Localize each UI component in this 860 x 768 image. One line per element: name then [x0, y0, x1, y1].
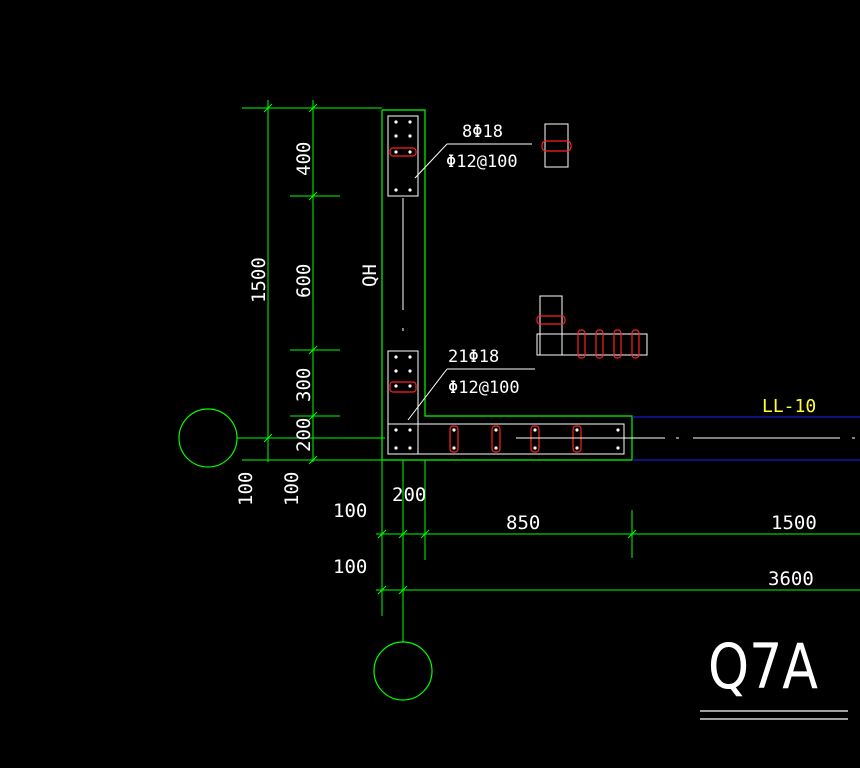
- dim-left-total: 1500: [248, 257, 270, 303]
- dim-left-seg-3: 300: [293, 368, 315, 402]
- wall-label: QH: [359, 264, 381, 287]
- lower-bars-label: 21Φ18: [448, 347, 499, 367]
- upper-stirrup-label: Φ12@100: [446, 152, 518, 172]
- drawing-title: Q7A: [708, 630, 818, 703]
- dim-bottom-wall-width: 200: [392, 484, 426, 506]
- lower-edge-zone: [387, 350, 625, 455]
- dim-bottom-3600: 3600: [768, 568, 814, 590]
- dim-left-seg-1: 400: [293, 142, 315, 176]
- lower-leader: [407, 368, 448, 421]
- dim-left-seg-2: 600: [293, 264, 315, 298]
- dim-bottom-1500: 1500: [771, 512, 817, 534]
- upper-bars-label: 8Φ18: [462, 122, 503, 142]
- left-dimension-lines: [242, 100, 382, 465]
- upper-leader: [414, 143, 448, 179]
- lower-stirrup-label: Φ12@100: [448, 378, 520, 398]
- dim-left-offset-1: 100: [235, 472, 257, 506]
- dim-bottom-offset-1: 100: [333, 500, 367, 522]
- grid-axis-circle-left: [178, 408, 238, 468]
- bottom-dimension-lines: [376, 460, 860, 616]
- stirrup-detail-upper: [541, 123, 572, 168]
- coupling-beam: [516, 416, 860, 461]
- beam-label: LL-10: [762, 396, 816, 417]
- dim-left-seg-4: 200: [293, 418, 315, 452]
- upper-edge-zone: [387, 115, 419, 197]
- grid-axis-circle-bottom: [373, 641, 433, 701]
- dim-bottom-850: 850: [506, 512, 540, 534]
- dim-bottom-offset-2: 100: [333, 556, 367, 578]
- stirrup-detail-lower: [536, 295, 648, 359]
- dim-left-offset-2: 100: [281, 472, 303, 506]
